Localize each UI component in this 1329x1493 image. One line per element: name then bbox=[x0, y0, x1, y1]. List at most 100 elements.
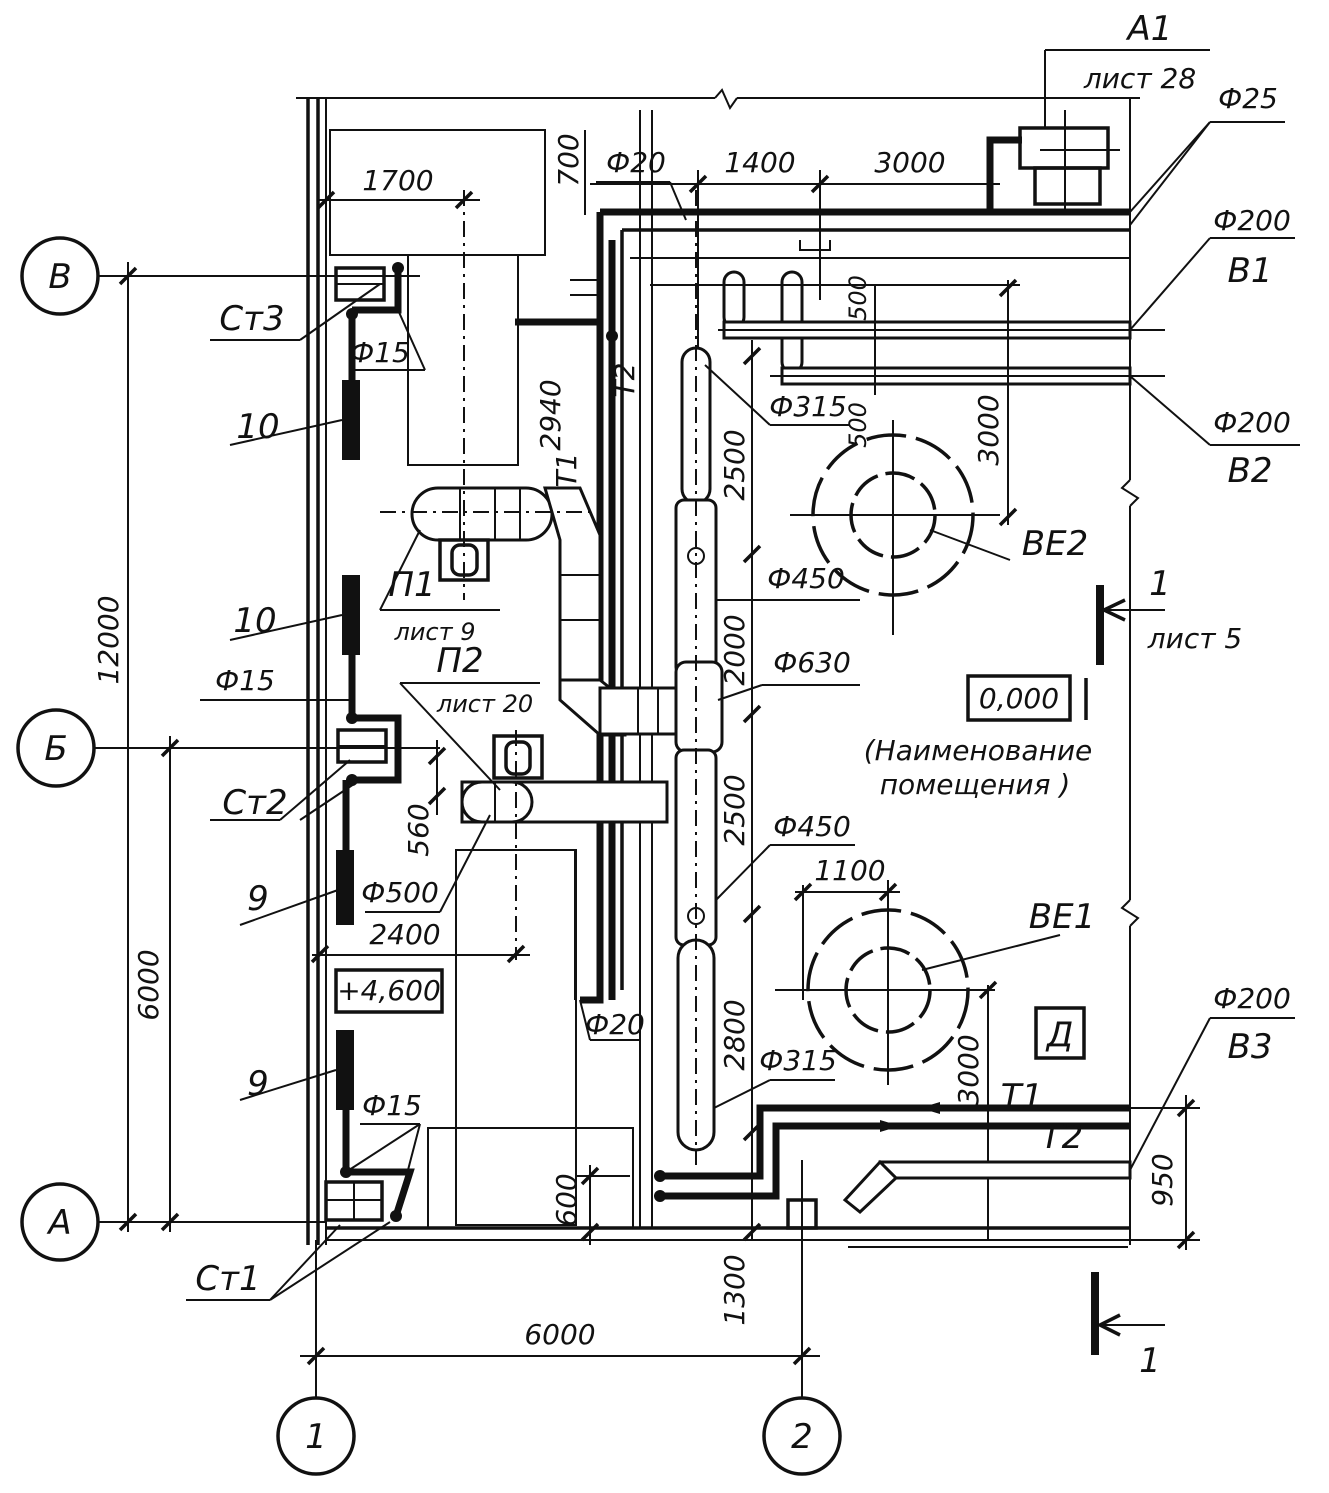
section-mark-top: 1 лист 5 bbox=[1096, 564, 1243, 665]
svg-text:3000: 3000 bbox=[952, 1034, 985, 1105]
svg-text:10: 10 bbox=[236, 407, 279, 447]
svg-text:700: 700 bbox=[552, 133, 585, 186]
svg-text:Ст1: Ст1 bbox=[195, 1259, 260, 1299]
svg-text:10: 10 bbox=[233, 601, 276, 641]
axis-bubble-row-v: В bbox=[20, 236, 420, 316]
riser-st2: Ст2 bbox=[210, 712, 402, 823]
svg-text:Ф15: Ф15 bbox=[362, 1089, 422, 1122]
svg-text:1300: 1300 bbox=[718, 1254, 751, 1325]
dimension-1400-3000-chain: 1400 3000 bbox=[590, 146, 1000, 470]
duct-branch-b3: Ф200 В3 bbox=[842, 982, 1295, 1214]
svg-text:Ф315: Ф315 bbox=[759, 1044, 837, 1077]
svg-text:помещения ): помещения ) bbox=[880, 768, 1071, 801]
svg-text:П1: П1 bbox=[388, 565, 435, 605]
svg-text:лист 5: лист 5 bbox=[1147, 622, 1243, 655]
label-phi20-bottom: Ф20 bbox=[579, 999, 645, 1041]
svg-text:2500: 2500 bbox=[718, 429, 751, 500]
pipes-t1-t2-bottom: Т1 Т2 bbox=[654, 1077, 1130, 1230]
supply-unit-p1: П1 лист 9 bbox=[379, 190, 627, 737]
svg-text:1: 1 bbox=[305, 1417, 327, 1457]
pipe-phi25: Ф25 bbox=[600, 82, 1285, 226]
svg-text:Ф500: Ф500 bbox=[361, 876, 439, 909]
svg-text:12000: 12000 bbox=[92, 595, 125, 684]
svg-text:Ф200: Ф200 bbox=[1213, 406, 1291, 439]
svg-text:2800: 2800 bbox=[718, 999, 751, 1070]
supply-unit-p2: П2 лист 20 Ф500 bbox=[361, 641, 669, 1226]
svg-text:Ф630: Ф630 bbox=[773, 646, 851, 679]
svg-text:Ст3: Ст3 bbox=[219, 299, 284, 339]
dimension-2400: 2400 bbox=[310, 918, 530, 964]
svg-text:лист 20: лист 20 bbox=[436, 690, 533, 718]
svg-text:Т1: Т1 bbox=[550, 453, 583, 488]
svg-text:3000: 3000 bbox=[972, 394, 1005, 465]
radiator-10-mid: 10 Ф15 bbox=[200, 575, 360, 718]
label-d: Д bbox=[1034, 1006, 1086, 1060]
svg-text:ВЕ1: ВЕ1 bbox=[1029, 897, 1095, 937]
svg-text:+4,600: +4,600 bbox=[337, 974, 441, 1007]
svg-text:В2: В2 bbox=[1228, 451, 1273, 491]
axis-bubble-col-1: 1 bbox=[276, 1240, 356, 1476]
dimension-560: 560 bbox=[402, 740, 447, 857]
svg-text:Т2: Т2 bbox=[1041, 1117, 1083, 1157]
svg-text:1700: 1700 bbox=[362, 164, 433, 197]
svg-text:(Наименование: (Наименование bbox=[864, 734, 1093, 767]
exhaust-duct-main bbox=[598, 190, 724, 1165]
svg-text:Ф200: Ф200 bbox=[1213, 982, 1291, 1015]
svg-text:Т1: Т1 bbox=[1001, 1077, 1043, 1117]
svg-text:Ст2: Ст2 bbox=[222, 783, 287, 823]
svg-text:П2: П2 bbox=[436, 641, 483, 681]
svg-text:Ф20: Ф20 bbox=[585, 1008, 645, 1041]
svg-text:1: 1 bbox=[1139, 1341, 1161, 1381]
dimension-700: 700 bbox=[552, 130, 586, 215]
svg-text:лист 9: лист 9 bbox=[393, 618, 475, 646]
svg-text:Ф15: Ф15 bbox=[350, 336, 410, 369]
radiator-9-bottom: 9 Ф15 bbox=[239, 1030, 422, 1217]
svg-text:Т2: Т2 bbox=[608, 363, 641, 398]
svg-text:Ф20: Ф20 bbox=[606, 146, 666, 179]
dimension-600: 600 bbox=[550, 1165, 630, 1245]
svg-text:лист 28: лист 28 bbox=[1083, 62, 1196, 95]
building-walls bbox=[296, 88, 1140, 1248]
svg-text:6000: 6000 bbox=[524, 1318, 595, 1351]
duct-dimension-chain: 2500 2000 2500 2800 1300 Ф315 Ф450 Ф630 … bbox=[704, 340, 860, 1326]
svg-text:500: 500 bbox=[844, 402, 872, 448]
svg-text:А1: А1 bbox=[1126, 9, 1173, 49]
axis-bubble-row-b: Б bbox=[16, 708, 440, 788]
svg-text:Ф15: Ф15 bbox=[215, 664, 275, 697]
axis-bubble-col-2: 2 bbox=[762, 1160, 842, 1476]
svg-text:2000: 2000 bbox=[718, 614, 751, 685]
svg-text:2500: 2500 bbox=[718, 774, 751, 845]
svg-text:2400: 2400 bbox=[369, 918, 440, 951]
svg-text:3000: 3000 bbox=[874, 146, 945, 179]
pipes-t1-t2-vertical: Т1 Т2 2940 bbox=[515, 212, 1130, 1004]
axis-bubble-row-a: А bbox=[20, 1182, 326, 1262]
fan-be2: ВЕ2 bbox=[790, 420, 1088, 635]
radiator-10-top: 10 bbox=[229, 314, 360, 460]
dimension-6000-left: 6000 bbox=[132, 736, 180, 1232]
svg-text:Ф315: Ф315 bbox=[769, 390, 847, 423]
svg-text:Б: Б bbox=[44, 729, 67, 769]
svg-text:0,000: 0,000 bbox=[979, 682, 1059, 715]
svg-text:ВЕ2: ВЕ2 bbox=[1022, 524, 1088, 564]
level-mark-4600: +4,600 bbox=[334, 968, 444, 1014]
svg-text:Ф450: Ф450 bbox=[767, 562, 845, 595]
section-mark-bottom: 1 bbox=[1091, 1272, 1165, 1381]
dimension-12000: 12000 bbox=[92, 262, 138, 1232]
svg-text:А: А bbox=[46, 1203, 71, 1243]
svg-text:950: 950 bbox=[1146, 1153, 1179, 1206]
label-phi20-top: Ф20 bbox=[596, 146, 687, 221]
riser-st3: Ст3 Ф15 bbox=[210, 262, 426, 371]
svg-text:Ф25: Ф25 bbox=[1218, 82, 1278, 115]
svg-text:1100: 1100 bbox=[814, 854, 885, 887]
svg-text:600: 600 bbox=[550, 1173, 583, 1226]
svg-text:9: 9 bbox=[247, 879, 269, 919]
svg-text:В1: В1 bbox=[1228, 251, 1273, 291]
svg-text:В: В bbox=[48, 257, 71, 297]
svg-text:Ф450: Ф450 bbox=[773, 810, 851, 843]
dimension-1700: 1700 bbox=[316, 164, 480, 210]
svg-text:2940: 2940 bbox=[534, 379, 567, 450]
riser-st1: Ст1 bbox=[186, 1166, 415, 1301]
radiator-9-mid: 9 bbox=[239, 780, 354, 926]
svg-text:Д: Д bbox=[1045, 1015, 1074, 1055]
